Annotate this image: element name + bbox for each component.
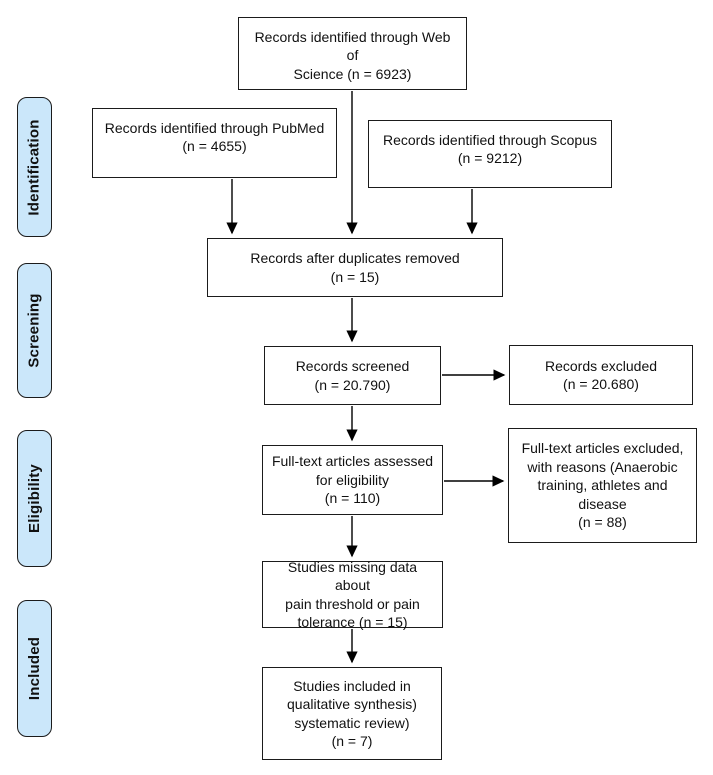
stage-eligibility: Eligibility (17, 430, 52, 567)
box-fulltext-assessed: Full-text articles assessed for eligibil… (262, 445, 443, 515)
stage-included: Included (17, 600, 52, 737)
box-pubmed: Records identified through PubMed (n = 4… (92, 108, 337, 178)
box-fulltext-excluded-text: Full-text articles excluded, with reason… (521, 440, 684, 531)
box-records-excluded-text: Records excluded (n = 20.680) (544, 357, 658, 392)
box-fulltext-excluded: Full-text articles excluded, with reason… (508, 428, 697, 543)
stage-screening: Screening (17, 263, 52, 398)
box-duplicates-removed-text: Records after duplicates removed (n = 15… (250, 250, 460, 285)
box-scopus-text: Records identified through Scopus (n = 9… (382, 132, 598, 167)
box-records-excluded: Records excluded (n = 20.680) (509, 345, 693, 405)
box-studies-included-text: Studies included in qualitative synthesi… (287, 677, 417, 749)
stage-eligibility-label: Eligibility (26, 464, 43, 533)
box-web-of-science-text: Records identified through Web of Scienc… (254, 29, 451, 82)
box-studies-included: Studies included in qualitative synthesi… (262, 667, 442, 760)
stage-identification: Identification (17, 97, 52, 237)
box-missing-data-text: Studies missing data about pain threshol… (285, 558, 420, 630)
box-records-screened: Records screened (n = 20.790) (264, 346, 441, 405)
box-fulltext-assessed-text: Full-text articles assessed for eligibil… (271, 453, 434, 507)
box-web-of-science: Records identified through Web of Scienc… (238, 17, 467, 90)
box-missing-data: Studies missing data about pain threshol… (262, 559, 443, 630)
stage-screening-label: Screening (26, 293, 44, 368)
stage-included-label: Included (26, 636, 43, 701)
stage-identification-label: Identification (26, 118, 44, 216)
box-records-screened-text: Records screened (n = 20.790) (295, 358, 410, 393)
box-scopus: Records identified through Scopus (n = 9… (368, 120, 612, 188)
box-pubmed-text: Records identified through PubMed (n = 4… (104, 120, 325, 155)
box-duplicates-removed: Records after duplicates removed (n = 15… (207, 238, 503, 297)
